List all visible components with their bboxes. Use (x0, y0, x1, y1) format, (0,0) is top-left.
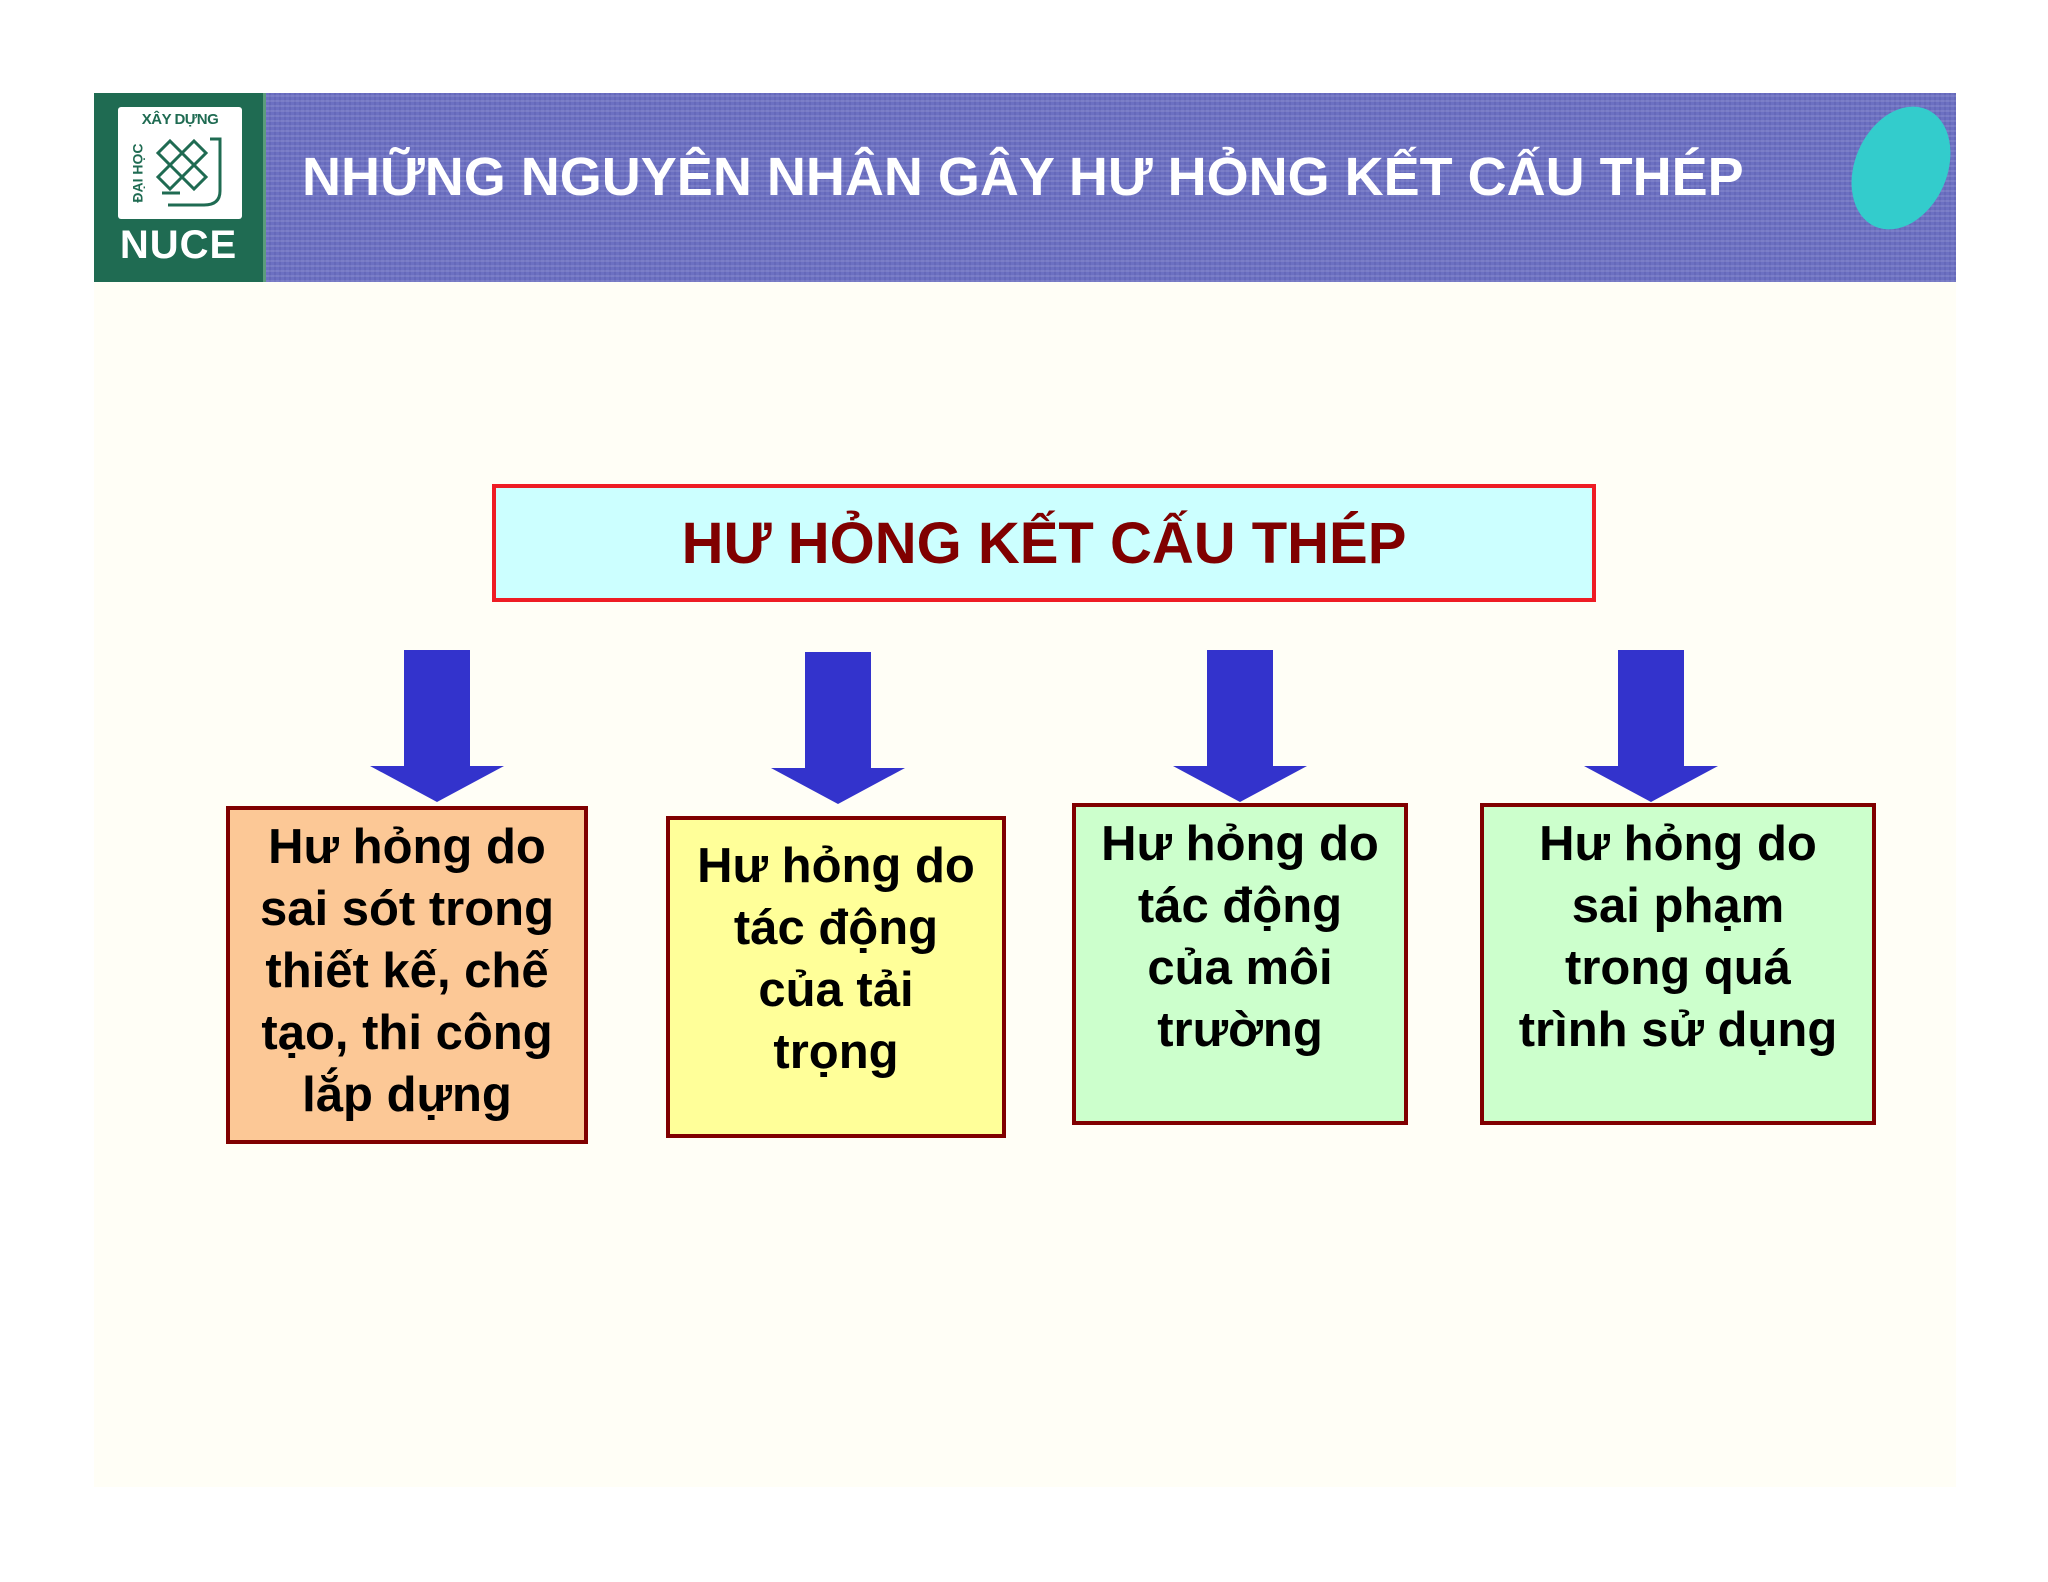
header-bar (94, 93, 1956, 282)
cause-line: tạo, thi công (261, 1006, 553, 1060)
root-node-label: HƯ HỎNG KẾT CẤU THÉP (681, 510, 1407, 576)
teal-oval-decoration (1851, 106, 1951, 230)
down-arrow-icon (370, 650, 504, 802)
cause-line: tác động (733, 901, 939, 955)
cause-line: Hư hỏng do (697, 839, 975, 893)
cause-line: trường (1157, 1003, 1323, 1057)
logo-name: NUCE (119, 223, 238, 267)
logo-top-text: XÂY DỰNG (141, 111, 219, 128)
cause-box-load: Hư hỏng do tác động của tải trọng (666, 816, 1006, 1138)
cause-line: trọng (773, 1025, 899, 1079)
cause-line: trình sử dụng (1518, 1003, 1838, 1057)
logo-flower-icon (155, 137, 222, 207)
page-title: NHỮNG NGUYÊN NHÂN GÂY HƯ HỎNG KẾT CẤU TH… (302, 147, 1744, 207)
cause-line: Hư hỏng do (268, 820, 546, 874)
cause-line: Hư hỏng do (1539, 817, 1817, 871)
cause-line: lắp dựng (302, 1068, 512, 1122)
cause-line: của môi (1147, 941, 1333, 995)
down-arrow-icon (771, 652, 905, 804)
cause-box-design-error: Hư hỏng do sai sót trong thiết kế, chế t… (226, 806, 588, 1144)
nuce-logo: XÂY DỰNG ĐẠI HỌC NUCE (94, 93, 266, 282)
cause-line: thiết kế, chế (265, 944, 549, 998)
cause-line: sai phạm (1571, 879, 1785, 933)
cause-line: tác động (1137, 879, 1343, 933)
logo-emblem: XÂY DỰNG ĐẠI HỌC (118, 107, 242, 219)
cause-line: trong quá (1565, 941, 1791, 995)
cause-box-environment: Hư hỏng do tác động của môi trường (1072, 803, 1408, 1125)
root-node: HƯ HỎNG KẾT CẤU THÉP (492, 484, 1596, 602)
cause-box-misuse: Hư hỏng do sai phạm trong quá trình sử d… (1480, 803, 1876, 1125)
cause-line: của tải (758, 963, 914, 1017)
cause-line: sai sót trong (259, 882, 555, 936)
down-arrow-icon (1584, 650, 1718, 802)
cause-line: Hư hỏng do (1101, 817, 1379, 871)
down-arrow-icon (1173, 650, 1307, 802)
